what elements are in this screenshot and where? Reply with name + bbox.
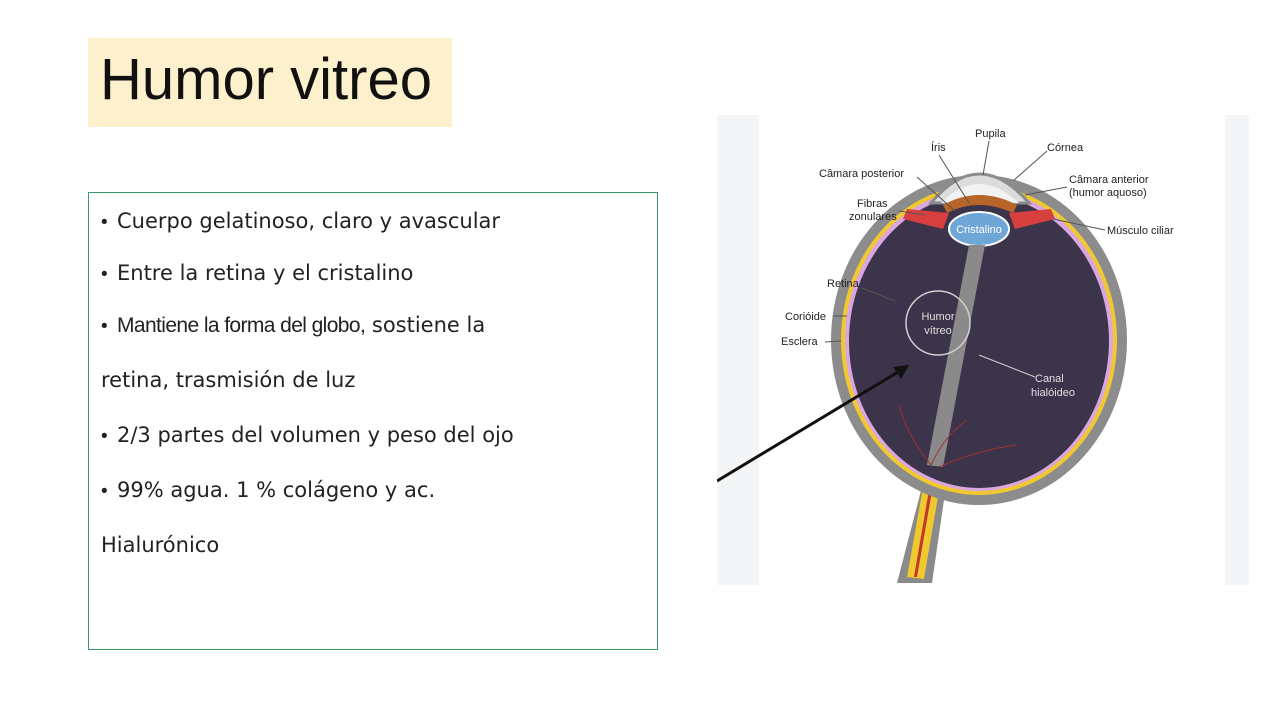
eye-diagram: Cristalino Humor vítreo Canal hialóideo …: [717, 115, 1249, 585]
bullet-item: • Mantiene la forma del globo, sostiene l…: [101, 313, 485, 338]
label-musculo-ciliar: Músculo ciliar: [1107, 225, 1174, 237]
pointer-arrowhead-icon: [893, 365, 909, 379]
label-retina: Retina: [827, 278, 860, 290]
content-box: • Cuerpo gelatinoso, claro y avascular • E…: [88, 192, 658, 650]
bullet-text: sostiene la: [365, 313, 486, 337]
pointer-arrow: [717, 367, 904, 483]
label-fibras: Fibras: [857, 198, 888, 210]
bullet-item: • Cuerpo gelatinoso, claro y avascular: [101, 209, 500, 234]
slide-title: Humor vitreo: [100, 47, 432, 112]
bullet-dot-icon: •: [101, 481, 108, 502]
label-vitreo: vítreo: [924, 325, 952, 337]
label-pupila: Pupila: [975, 128, 1006, 140]
bullet-dot-icon: •: [101, 316, 108, 337]
bullet-text-condensed: Mantiene la forma del globo,: [117, 314, 366, 337]
ciliary-muscle-right: [1009, 209, 1055, 229]
bullet-item: • Entre la retina y el cristalino: [101, 261, 413, 286]
bullet-continuation: retina, trasmisión de luz: [101, 368, 356, 392]
bullet-item: • 99% agua. 1 % colágeno y ac.: [101, 478, 435, 503]
humor-vitreo-circle: [905, 290, 971, 356]
bullet-text: Cuerpo gelatinoso, claro y avascular: [117, 209, 501, 233]
retinal-vessels: [898, 404, 1018, 468]
label-coroide: Corióide: [785, 311, 826, 323]
bullet-dot-icon: •: [101, 426, 108, 447]
label-camara-anterior: Câmara anterior: [1069, 174, 1149, 186]
bullet-dot-icon: •: [101, 264, 108, 285]
iris: [943, 195, 1017, 213]
label-esclera: Esclera: [781, 336, 819, 348]
bullet-continuation: Hialurónico: [101, 533, 220, 557]
label-cristalino: Cristalino: [956, 224, 1002, 236]
hyaloid-canal: [927, 245, 985, 467]
bullet-item: • 2/3 partes del volumen y peso del ojo: [101, 423, 514, 448]
bullet-dot-icon: •: [101, 212, 108, 233]
bullet-text: 99% agua. 1 % colágeno y ac.: [117, 478, 436, 502]
label-cornea: Córnea: [1047, 142, 1084, 154]
eye-diagram-svg: Cristalino Humor vítreo Canal hialóideo …: [717, 115, 1225, 585]
label-iris: Íris: [931, 141, 946, 154]
leader-lines: [824, 140, 1106, 343]
bullet-text: 2/3 partes del volumen y peso del ojo: [117, 423, 514, 447]
label-zonulares: zonulares: [849, 211, 897, 223]
ciliary-muscle-left: [903, 209, 949, 229]
label-camara-posterior: Câmara posterior: [819, 168, 904, 180]
label-hialoideo: hialóideo: [1031, 387, 1075, 399]
label-canal: Canal: [1035, 373, 1064, 385]
vitreous-body: [849, 194, 1109, 488]
bullet-text: Entre la retina y el cristalino: [117, 261, 414, 285]
title-box: Humor vitreo: [88, 38, 452, 127]
label-humor-aquoso: (humor aquoso): [1069, 187, 1147, 199]
leader-canal: [978, 354, 1036, 378]
label-humor: Humor: [921, 311, 954, 323]
